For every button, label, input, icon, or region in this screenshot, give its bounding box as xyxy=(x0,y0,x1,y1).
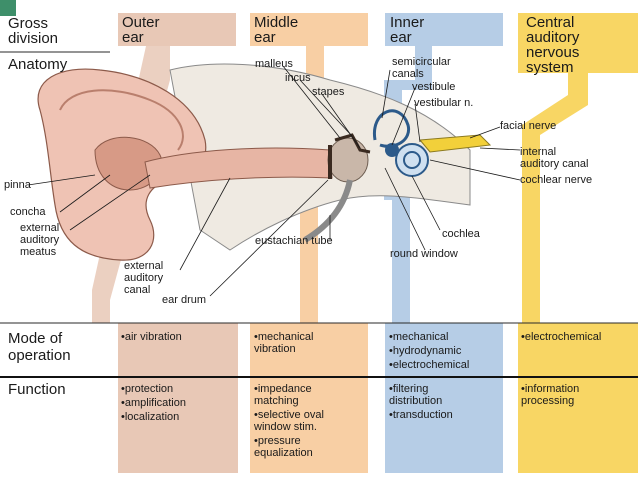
mode-of-operation-label: Mode of operation xyxy=(8,330,71,364)
mode-outer-item: •air vibration xyxy=(121,331,182,343)
function-outer-item: •localization xyxy=(121,411,180,423)
label-round-window: round window xyxy=(390,248,458,260)
inner-ear-title: Inner ear xyxy=(390,14,425,46)
central-system-title: Central auditory nervous system xyxy=(526,14,580,76)
label-external-auditory-meatus: external auditory meatus xyxy=(20,222,60,258)
outer-ear-column xyxy=(118,323,238,473)
function-middle-item: •impedance matching xyxy=(254,383,312,407)
label-cochlear-nerve: cochlear nerve xyxy=(520,174,593,186)
middle-ear-header-block xyxy=(250,13,368,46)
mode-central-item: •electrochemical xyxy=(521,331,602,343)
anatomy-label: Anatomy xyxy=(8,56,68,73)
label-semicircular-canals: semicircular canals xyxy=(392,56,451,80)
label-stapes: stapes xyxy=(312,86,345,98)
label-cochlea: cochlea xyxy=(442,228,480,240)
gross-division-label: Gross division xyxy=(8,15,59,47)
ear-drum-shape xyxy=(328,145,332,179)
mode-central-cell: •electrochemical xyxy=(521,331,601,345)
function-middle-cell: •impedance matching•selective oval windo… xyxy=(254,383,324,461)
function-central-item: •information processing xyxy=(521,383,580,407)
function-middle-item: •selective oval window stim. xyxy=(254,409,324,433)
eustachian-tube-shape xyxy=(303,179,353,243)
outer-ear-title: Outer ear xyxy=(122,14,160,46)
auditory-nerve-shape xyxy=(419,134,492,153)
label-malleus: malleus xyxy=(255,58,293,70)
helix-fold xyxy=(59,89,184,151)
cochlea-inner xyxy=(403,151,421,169)
middle-ear-title: Middle ear xyxy=(254,14,299,46)
label-internal-auditory-canal: internal auditory canal xyxy=(520,146,589,170)
label-external-auditory-canal: external auditory canal xyxy=(124,260,164,296)
mode-inner-item: •electrochemical xyxy=(389,359,470,371)
mode-inner-item: •mechanical xyxy=(389,331,449,343)
label-eustachian-tube: eustachian tube xyxy=(255,235,333,247)
central-header-block xyxy=(518,13,638,73)
corner-marker xyxy=(0,0,16,16)
central-column xyxy=(518,323,638,473)
mode-inner-cell: •mechanical •hydrodynamic •electrochemical xyxy=(389,331,469,373)
mode-middle-cell: •mechanical vibration xyxy=(254,331,314,357)
function-central-cell: •information processing xyxy=(521,383,579,409)
function-outer-cell: •protection •amplification •localization xyxy=(121,383,186,425)
mode-outer-cell: •air vibration xyxy=(121,331,182,345)
label-incus: incus xyxy=(285,72,311,84)
label-facial-nerve: facial nerve xyxy=(500,120,557,132)
inner-ear-column xyxy=(385,323,503,473)
function-outer-item: •protection xyxy=(121,383,174,395)
label-concha: concha xyxy=(10,206,46,218)
inner-ear-header-block xyxy=(385,13,503,46)
mode-middle-item: •mechanical vibration xyxy=(254,331,314,355)
function-inner-item: •filtering distribution xyxy=(389,383,443,407)
mode-inner-item: •hydrodynamic xyxy=(389,345,462,357)
function-outer-item: •amplification xyxy=(121,397,186,409)
label-vestibule: vestibule xyxy=(412,81,456,93)
vestibule-shape xyxy=(385,143,399,157)
function-inner-item: •transduction xyxy=(389,409,453,421)
middle-ear-cavity xyxy=(327,137,369,183)
cochlea-outer xyxy=(395,143,429,177)
label-pinna: pinna xyxy=(4,179,31,191)
outer-ear-header-block xyxy=(118,13,236,46)
label-vestibular-nerve: vestibular n. xyxy=(414,97,474,109)
function-inner-cell: •filtering distribution •transduction xyxy=(389,383,453,423)
label-ear-drum: ear drum xyxy=(162,294,207,306)
function-label: Function xyxy=(8,381,66,398)
central-band xyxy=(522,73,588,323)
middle-ear-column xyxy=(250,323,368,473)
function-middle-item: •pressure equalization xyxy=(254,435,313,459)
leader-lines xyxy=(27,65,521,297)
